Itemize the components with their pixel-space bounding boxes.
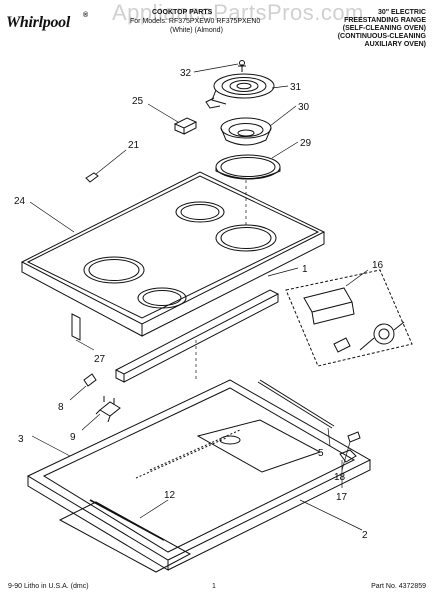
- brand-registered-mark: ®: [83, 12, 89, 19]
- trim-ring-drawing: [215, 154, 281, 180]
- watermark: AppliancePartsPros.com: [112, 0, 364, 25]
- callout-labels: 32 31 25 30 21 29 24 1 16 27 8 9 3 5 18 …: [14, 68, 384, 541]
- callout-8: 8: [58, 402, 64, 413]
- footer-page-number: 1: [212, 583, 216, 590]
- bushing-drawing: [347, 431, 361, 443]
- product-desc-line: (CONTINUOUS-CLEANING: [337, 33, 426, 40]
- channel-drawing: [114, 289, 280, 383]
- callout-1: 1: [302, 264, 308, 275]
- product-description: 30" ELECTRIC FREESTANDING RANGE (SELF-CL…: [330, 9, 426, 49]
- callout-17: 17: [336, 492, 348, 503]
- callout-2: 2: [362, 530, 368, 541]
- cooktop-drawing: [20, 171, 326, 337]
- callout-3: 3: [18, 434, 24, 445]
- main-top-drawing: [26, 379, 372, 573]
- callout-27: 27: [94, 354, 106, 365]
- product-desc-line: 30" ELECTRIC: [377, 9, 426, 16]
- callout-32: 32: [180, 68, 192, 79]
- terminal-block-drawing: [173, 117, 198, 135]
- infinite-switch-group-drawing: [285, 269, 413, 367]
- callout-30: 30: [298, 102, 310, 113]
- footer-litho: 9-90 Litho in U.S.A. (dmc): [8, 583, 89, 590]
- lock-switch-drawing: [95, 396, 121, 423]
- model-numbers: For Models: RF375PXEW0 RF375PXEN0: [130, 18, 261, 25]
- callout-18: 18: [334, 472, 346, 483]
- callout-25: 25: [132, 96, 144, 107]
- clip-drawing: [85, 172, 99, 183]
- callout-5: 5: [318, 448, 324, 459]
- brand-logo: Whirlpool: [6, 14, 70, 31]
- drip-bowl-drawing: [220, 117, 272, 146]
- surface-element-drawing: [205, 60, 275, 109]
- product-desc-line: (SELF-CLEANING OVEN): [342, 25, 426, 32]
- callout-29: 29: [300, 138, 312, 149]
- product-desc-line: AUXILIARY OVEN): [364, 41, 426, 48]
- element-wire-drawing: [89, 499, 165, 541]
- plug-drawing: [339, 449, 357, 463]
- hinge-bracket-drawing: [71, 313, 81, 341]
- leader-lines: [29, 63, 369, 531]
- product-desc-line: FREESTANDING RANGE: [344, 17, 426, 24]
- callout-21: 21: [128, 140, 140, 151]
- model-colors: (White) (Almond): [170, 27, 223, 34]
- lift-rod-drawing: [257, 379, 335, 429]
- callout-31: 31: [290, 82, 302, 93]
- callout-9: 9: [70, 432, 76, 443]
- diagram-title: COOKTOP PARTS: [152, 9, 213, 16]
- callout-16: 16: [372, 260, 384, 271]
- footer-part-number: Part No. 4372859: [371, 583, 426, 590]
- callout-24: 24: [14, 196, 26, 207]
- callout-12: 12: [164, 490, 176, 501]
- switch-bracket-drawing: [83, 373, 97, 387]
